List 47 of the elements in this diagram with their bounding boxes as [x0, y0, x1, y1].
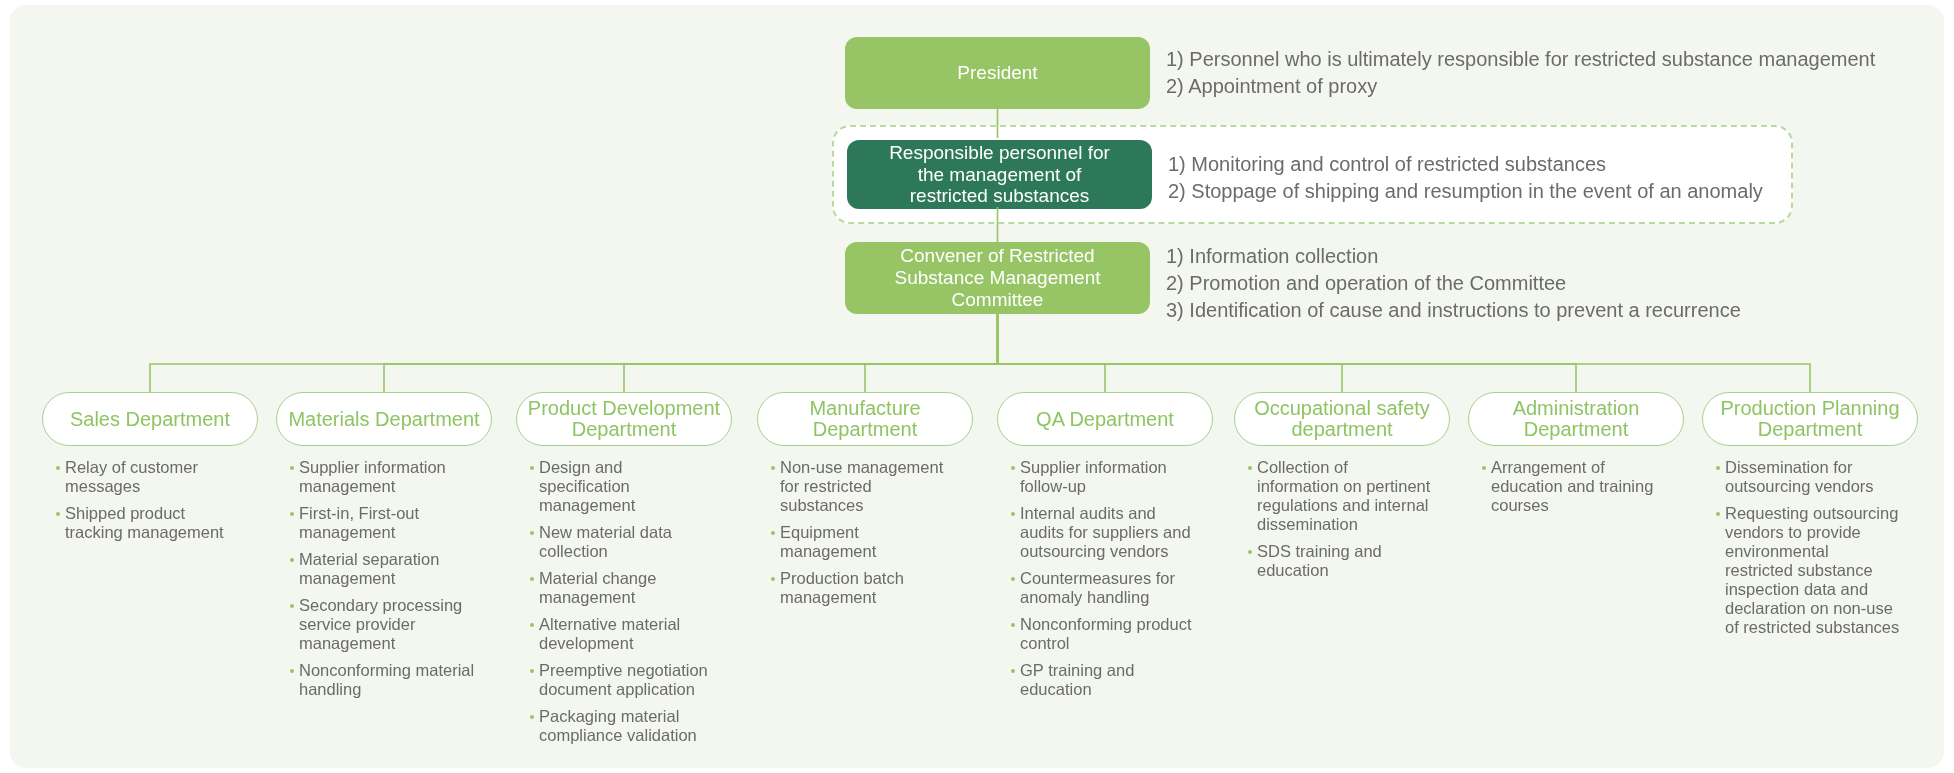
duty-text: 2) Stoppage of shipping and resumption in the event of an anomaly [1168, 179, 1764, 204]
duty-text: 2) Appointment of proxy [1166, 74, 1379, 99]
dashed-group-box [832, 125, 1793, 224]
role-box: President [845, 37, 1150, 109]
task-text: Arrangement of education and training courses [1491, 458, 1655, 515]
task-text: Nonconforming material handling [299, 661, 475, 699]
task-text: Dissemination for outsourcing vendors [1725, 458, 1875, 496]
task-text: Equipment management [780, 523, 878, 561]
task-text: Non-use management for restricted substances [780, 458, 945, 515]
department-box: Occupational safety department [1234, 392, 1450, 446]
task-text: Material change management [539, 569, 658, 607]
duty-text: 1) Information collection [1166, 244, 1380, 269]
responsible-role-box: Responsible personnel for the management of restricted substances [847, 140, 1152, 209]
task-text: Design and specification management [539, 458, 637, 515]
task-text: Requesting outsourcing vendors to provide environmental restricted substance inspection data and declaration on non-use of restricted substances [1725, 504, 1901, 637]
duty-text: 1) Monitoring and control of restricted substances [1168, 152, 1607, 177]
department-box: Product Development Department [516, 392, 732, 446]
connector-line [996, 108, 999, 139]
duty-text: 2) Promotion and operation of the Committee [1166, 271, 1568, 296]
task-text: New material data collection [539, 523, 673, 561]
task-text: First-in, First-out management [299, 504, 421, 542]
department-box: Administration Department [1468, 392, 1684, 446]
task-text: Shipped product tracking management [65, 504, 225, 542]
department-box: Production Planning Department [1702, 392, 1918, 446]
task-text: Internal audits and audits for suppliers and outsourcing vendors [1020, 504, 1192, 561]
task-text: Alternative material development [539, 615, 682, 653]
task-text: Material separation management [299, 550, 441, 588]
task-text: Supplier information management [299, 458, 447, 496]
task-text: GP training and education [1020, 661, 1136, 699]
task-text: Collection of information on pertinent regulations and internal dissemination [1257, 458, 1432, 534]
task-text: Preemptive negotiation document application [539, 661, 709, 699]
task-text: SDS training and education [1257, 542, 1383, 580]
task-text: Secondary processing service provider management [299, 596, 464, 653]
task-text: Packaging material compliance validation [539, 707, 698, 745]
task-text: Supplier information follow-up [1020, 458, 1168, 496]
task-text: Nonconforming product control [1020, 615, 1193, 653]
department-box: Manufacture Department [757, 392, 973, 446]
duty-text: 1) Personnel who is ultimately responsible for restricted substance management [1166, 47, 1877, 72]
department-box: QA Department [997, 392, 1213, 446]
department-box: Sales Department [42, 392, 258, 446]
role-box: Convener of Restricted Substance Management Committee [845, 242, 1150, 314]
department-box: Materials Department [276, 392, 492, 446]
task-text: Production batch management [780, 569, 905, 607]
duty-text: 3) Identification of cause and instructions to prevent a recurrence [1166, 298, 1742, 323]
connector-line [996, 206, 999, 243]
task-text: Countermeasures for anomaly handling [1020, 569, 1176, 607]
task-text: Relay of customer messages [65, 458, 199, 496]
